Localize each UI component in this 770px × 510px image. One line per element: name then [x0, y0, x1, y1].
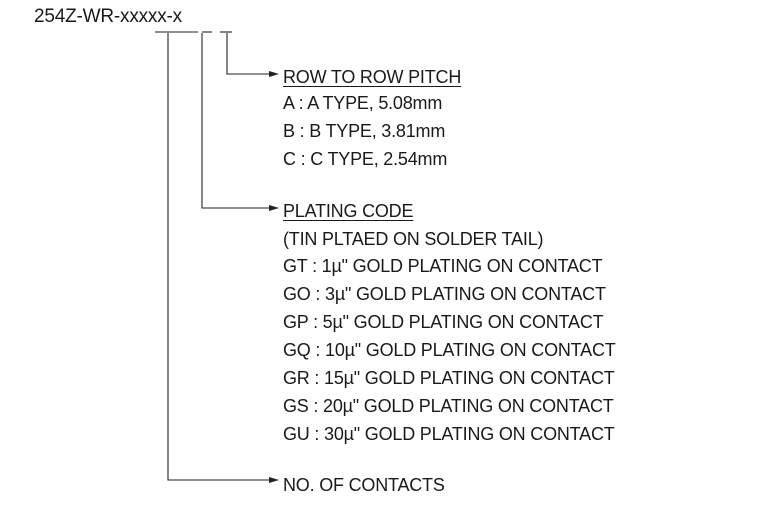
plating-option-gp: GP : 5µ" GOLD PLATING ON CONTACT: [283, 312, 604, 332]
arrow-plating: [269, 205, 279, 211]
row-pitch-option-b: B : B TYPE, 3.81mm: [283, 121, 446, 141]
plating-option-gr: GR : 15µ" GOLD PLATING ON CONTACT: [283, 368, 615, 388]
plating-option-gt: GT : 1µ" GOLD PLATING ON CONTACT: [283, 256, 603, 276]
plating-note: (TIN PLTAED ON SOLDER TAIL): [283, 229, 544, 249]
plating-option-go: GO : 3µ" GOLD PLATING ON CONTACT: [283, 284, 606, 304]
row-pitch-heading: ROW TO ROW PITCH: [283, 67, 462, 87]
leader-row-pitch: [226, 33, 272, 75]
plating-option-gu: GU : 30µ" GOLD PLATING ON CONTACT: [283, 424, 615, 444]
plating-code-heading: PLATING CODE: [283, 201, 414, 221]
plating-option-gs: GS : 20µ" GOLD PLATING ON CONTACT: [283, 396, 614, 416]
part-number: 254Z-WR-xxxxx-x: [34, 6, 182, 27]
contacts-heading: NO. OF CONTACTS: [283, 475, 445, 495]
row-pitch-option-c: C : C TYPE, 2.54mm: [283, 149, 448, 169]
leader-plating: [201, 33, 272, 209]
plating-option-gq: GQ : 10µ" GOLD PLATING ON CONTACT: [283, 340, 616, 360]
leader-contacts: [167, 33, 272, 481]
arrow-row-pitch: [269, 71, 279, 77]
arrow-contacts: [269, 477, 279, 483]
row-pitch-option-a: A : A TYPE, 5.08mm: [283, 93, 443, 113]
